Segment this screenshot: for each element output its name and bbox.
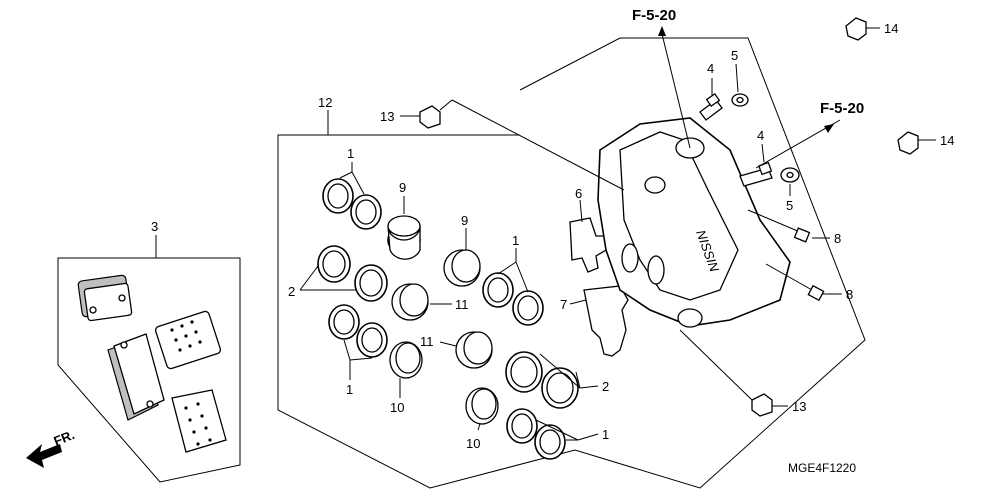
pad-spring-6 (569, 217, 607, 273)
kit-boundary-outline (277, 37, 866, 489)
mounting-bolt-lower (825, 131, 919, 186)
bleed-cap-lower (780, 167, 800, 183)
callout-2-left: 2 (288, 284, 295, 299)
diagram-code: MGE4F1220 (788, 461, 856, 475)
seal-ring-group-left (317, 178, 388, 358)
front-direction-arrow-icon (26, 444, 62, 468)
bleed-screw-lower (739, 161, 773, 187)
callout-9-right: 9 (461, 213, 468, 228)
callout-6: 6 (575, 186, 582, 201)
brake-pad-upper-right (154, 310, 222, 370)
callout-14-lower: 14 (940, 133, 954, 148)
pad-spring-7 (583, 285, 629, 357)
callout-12: 12 (318, 95, 332, 110)
callout-9-left: 9 (399, 180, 406, 195)
bleed-cap-upper (731, 93, 749, 107)
reference-arrow-top (658, 26, 666, 36)
brake-pad-lower-left (107, 333, 165, 421)
leader-lines (299, 27, 936, 441)
callout-4-upper: 4 (707, 61, 714, 76)
piston-left-11 (391, 283, 429, 321)
nut-upper (419, 105, 441, 129)
callout-5-lower: 5 (786, 198, 793, 213)
callout-1-lower-left: 1 (346, 382, 353, 397)
callout-13-upper: 13 (380, 109, 394, 124)
pad-group-outline (57, 257, 241, 483)
piston-left-9 (387, 215, 421, 260)
callout-8-upper: 8 (834, 231, 841, 246)
brake-pad-upper-left (77, 274, 133, 322)
callout-8-lower: 8 (846, 287, 853, 302)
callout-10-right: 10 (466, 436, 480, 451)
callout-2-right: 2 (602, 379, 609, 394)
callout-4-lower: 4 (757, 128, 764, 143)
seal-ring-group-right (482, 272, 579, 460)
caliper-body: NISSIN (597, 117, 791, 328)
callout-5-upper: 5 (731, 48, 738, 63)
callout-11-right: 11 (420, 334, 434, 349)
callout-1-lower-right: 1 (602, 427, 609, 442)
reference-arrow-right (824, 124, 834, 133)
pad-pin-upper (747, 209, 811, 243)
callout-7: 7 (560, 297, 567, 312)
callout-11-left: 11 (455, 297, 469, 312)
piston-left-10 (389, 341, 423, 379)
callout-1-upper-left: 1 (347, 146, 354, 161)
front-direction-label: FR. (52, 427, 77, 449)
callout-13-lower: 13 (792, 399, 806, 414)
mounting-bolt-upper (798, 17, 867, 70)
piston-right-10 (465, 387, 499, 425)
reference-label-top: F-5-20 (632, 7, 676, 24)
callout-3: 3 (151, 219, 158, 234)
bleed-screw-upper (699, 92, 723, 121)
pad-pin-lower (765, 263, 825, 302)
callout-1-upper-right: 1 (512, 233, 519, 248)
callout-14-upper: 14 (884, 21, 898, 36)
callout-labels: 12 3 1 2 1 9 11 10 9 1 11 2 10 1 13 13 1… (151, 21, 954, 451)
piston-right-11 (455, 331, 493, 369)
reference-label-right: F-5-20 (820, 100, 864, 117)
nut-lower (751, 393, 773, 417)
brake-pad-lower-right (171, 389, 227, 453)
callout-10-left: 10 (390, 400, 404, 415)
piston-right-9 (443, 249, 481, 287)
